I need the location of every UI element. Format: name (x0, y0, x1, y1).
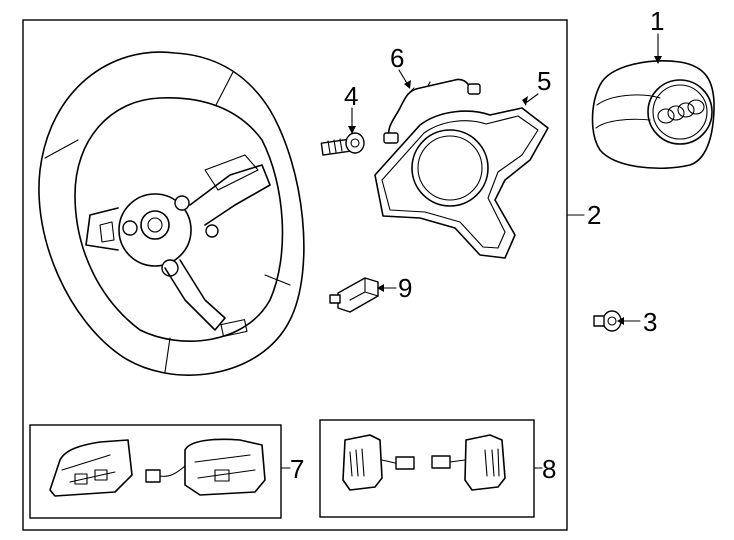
leader-lines (280, 33, 662, 469)
subgroup-box-8 (319, 419, 535, 518)
assembly-frame (22, 19, 568, 531)
callout-2: 2 (587, 200, 601, 230)
trim-cover-part-5 (374, 107, 549, 259)
callout-9: 9 (398, 273, 412, 303)
wire-harness-part-6 (383, 78, 481, 144)
subgroup-box-7 (29, 424, 282, 519)
callout-5: 5 (537, 66, 551, 96)
callout-6: 6 (390, 43, 404, 73)
brand-logo-icon (657, 108, 675, 124)
callout-3: 3 (643, 307, 657, 337)
callout-8: 8 (542, 454, 556, 484)
callout-1: 1 (650, 6, 664, 36)
callout-4: 4 (344, 81, 358, 111)
callout-7: 7 (290, 454, 304, 484)
bolt-part-4 (320, 132, 365, 156)
module-part-9 (329, 277, 379, 313)
paddle-pair-part-8 (342, 434, 506, 491)
airbag-module (591, 60, 715, 170)
bolt-part-3 (593, 310, 622, 332)
steering-wheel (38, 51, 305, 376)
switch-pair-part-7 (49, 438, 266, 497)
